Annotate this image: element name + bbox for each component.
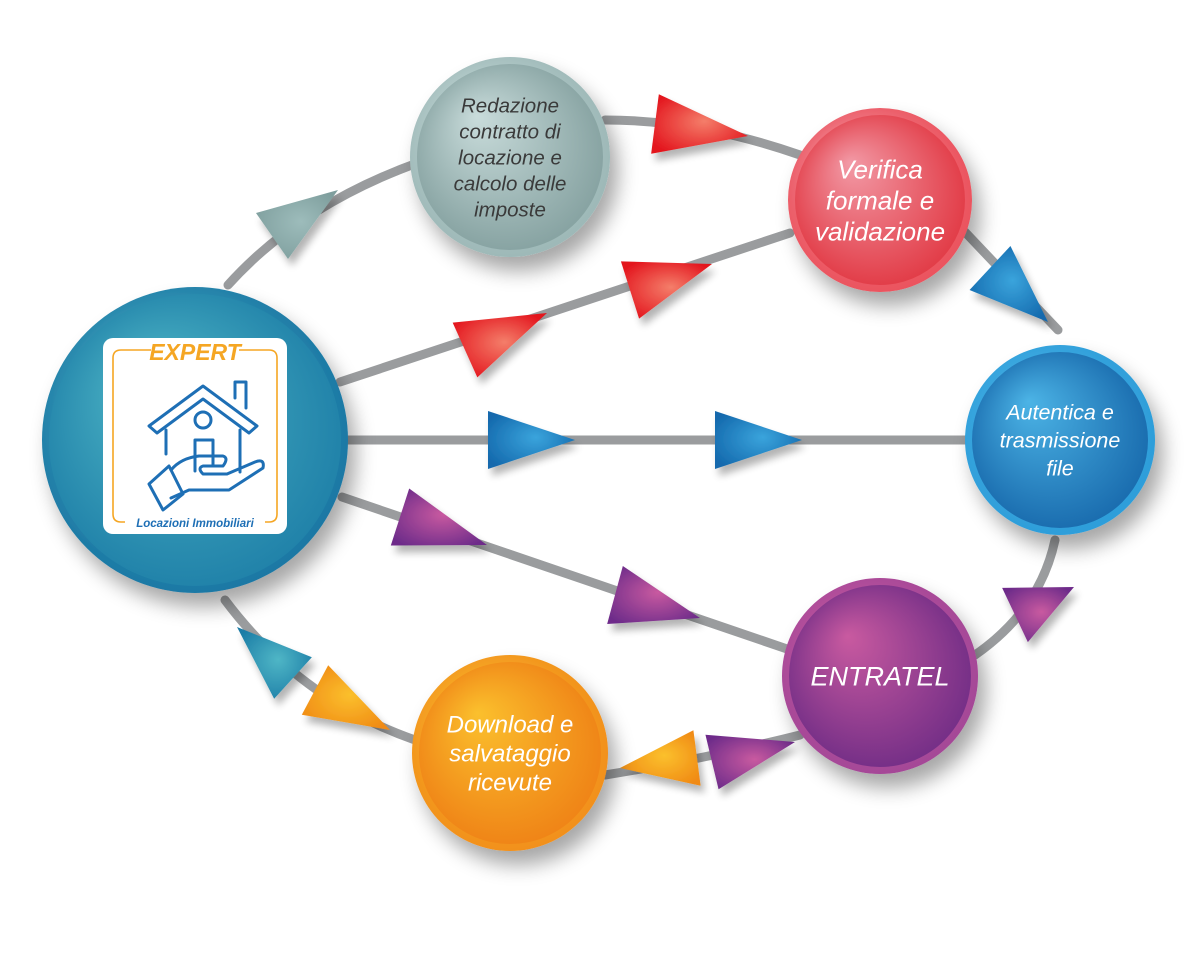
node-body (417, 64, 603, 250)
connector-expert-verifica (335, 228, 795, 387)
arrow-expert-to-verifica (620, 261, 712, 319)
arrow-expert-to-autentica (488, 411, 575, 469)
arrow-expert-to-entratel (607, 566, 700, 624)
arrow-autentica-to-entratel (1002, 587, 1074, 643)
node-body (419, 662, 601, 844)
arrow-entratel-to-download (620, 730, 701, 786)
arrow-entratel-to-download (705, 734, 795, 790)
connector-expert-redazione (223, 157, 425, 290)
node-body (789, 585, 971, 767)
node-label-line: trasmissione (1000, 429, 1121, 453)
node-label-line: Download e (447, 712, 574, 739)
arrow-download-to-expert (301, 665, 390, 730)
node-label-line: imposte (474, 198, 546, 221)
node-autentica[interactable]: Autentica e trasmissione file (965, 345, 1155, 535)
arrow-expert-to-verifica (452, 313, 547, 378)
node-entratel[interactable]: ENTRATEL (782, 578, 978, 774)
node-label-line: calcolo delle (454, 172, 567, 195)
arrow-download-to-expert (237, 627, 312, 699)
arrows (237, 94, 1074, 790)
arrow-verifica-to-autentica (969, 246, 1048, 322)
nodes: EXPERT Locazioni Immobiliari Redazione cont… (42, 57, 1155, 851)
logo-frame (112, 349, 278, 523)
hand-holding-house-icon (147, 380, 265, 512)
node-label-line: salvataggio (449, 741, 570, 768)
node-label-line: file (1046, 457, 1074, 481)
node-body (795, 115, 965, 285)
logo-title: EXPERT (149, 339, 243, 365)
logo-card (103, 338, 287, 534)
node-label-line: ENTRATEL (810, 662, 949, 692)
node-label-line: Verifica (837, 154, 923, 184)
node-label-line: validazione (815, 216, 945, 246)
node-label-line: Autentica e (1004, 401, 1114, 425)
node-label-redazione: Redazione contratto di locazione e calcolo … (454, 94, 567, 221)
arrow-redazione-to-verifica (651, 94, 748, 154)
node-label-line: formale e (826, 185, 934, 215)
node-expert-hub[interactable]: EXPERT Locazioni Immobiliari (42, 287, 348, 593)
node-label-line: locazione e (458, 146, 562, 169)
node-label-line: Redazione (461, 94, 559, 117)
connector-download-expert (220, 595, 420, 745)
node-label-line: contratto di (459, 120, 562, 143)
arrow-expert-to-autentica (715, 411, 802, 469)
arrow-expert-to-entratel (390, 488, 487, 546)
node-label-autentica: Autentica e trasmissione file (1000, 401, 1121, 481)
node-body (972, 352, 1148, 528)
node-label-line: ricevute (468, 770, 552, 797)
node-redazione[interactable]: Redazione contratto di locazione e calcolo … (410, 57, 610, 257)
logo-subtitle: Locazioni Immobiliari (136, 518, 254, 530)
node-label-entratel: ENTRATEL (810, 662, 949, 692)
arrow-expert-to-redazione (255, 190, 338, 259)
